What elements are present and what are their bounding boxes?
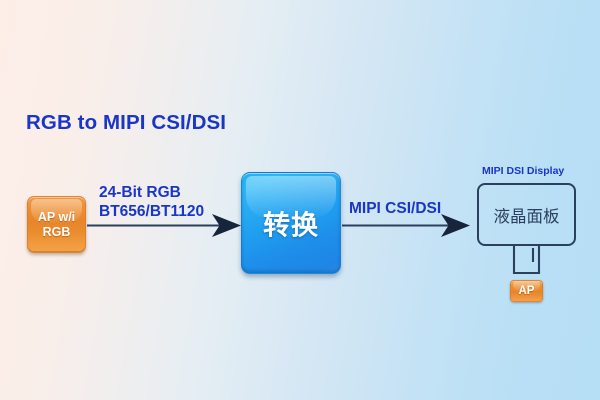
block-ap-with-rgb[interactable]: AP w/i RGB [27,196,86,253]
lcd-panel-stand [512,246,541,275]
rgb-input-link-label: 24-Bit RGB BT656/BT1120 [99,183,204,221]
block-ap-chip-label: AP [518,285,535,297]
block-ap-with-rgb-line1: AP w/i [37,209,76,224]
rgb-input-link-label-line2: BT656/BT1120 [99,203,205,220]
gloss-highlight [513,282,540,291]
block-lcd-panel[interactable]: 液晶面板 [477,183,576,246]
block-lcd-panel-label: 液晶面板 [493,206,560,226]
block-ap-with-rgb-label: AP w/i RGB [28,210,85,240]
diagram-title: RGB to MIPI CSI/DSI [26,111,227,134]
mipi-output-link-label: MIPI CSI/DSI [349,200,442,217]
block-converter-label: 转换 [263,210,319,242]
display-caption: MIPI DSI Display [482,165,565,177]
block-ap-chip[interactable]: AP [510,280,543,302]
rgb-input-link-label-line1: 24-Bit RGB [99,184,181,201]
block-converter[interactable]: 转换 [241,172,341,274]
block-ap-with-rgb-line2: RGB [42,224,71,239]
